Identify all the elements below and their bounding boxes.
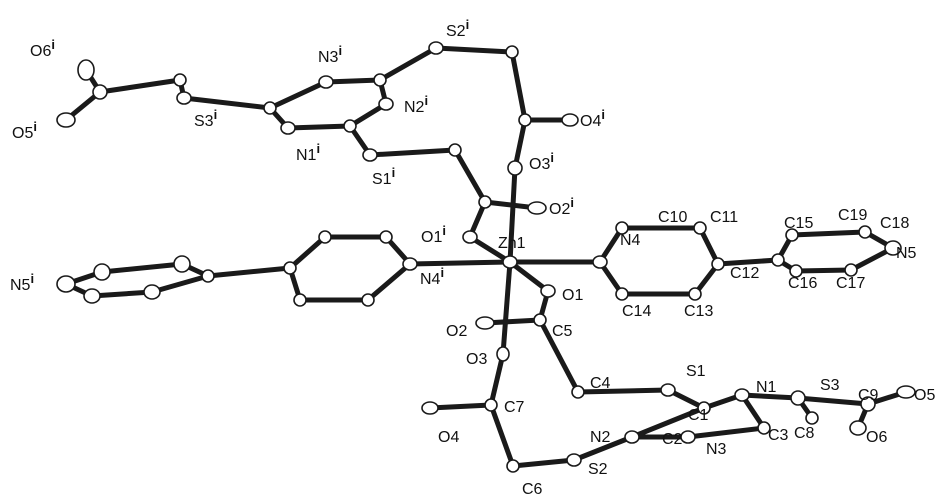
label-s3i: S3i xyxy=(194,107,217,130)
label-o3: O3 xyxy=(466,351,487,368)
label-c4: C4 xyxy=(590,375,611,392)
label-n3i: N3i xyxy=(318,43,342,66)
label-s2i: S2i xyxy=(446,17,469,40)
label-c18: C18 xyxy=(880,215,909,232)
label-n4: N4 xyxy=(620,232,641,249)
label-s1i: S1i xyxy=(372,165,395,188)
label-c5: C5 xyxy=(552,323,573,340)
label-o4i: O4i xyxy=(580,107,605,130)
label-c13: C13 xyxy=(684,303,713,320)
label-c10: C10 xyxy=(658,209,687,226)
label-c16: C16 xyxy=(788,275,817,292)
bond-zn1-o3i xyxy=(507,165,518,265)
label-o2: O2 xyxy=(446,323,467,340)
label-n1i: N1i xyxy=(296,141,320,164)
label-c17: C17 xyxy=(836,275,865,292)
label-o5i: O5i xyxy=(12,119,37,142)
label-o5: O5 xyxy=(914,387,935,404)
bond-zn1-n4i xyxy=(407,259,513,267)
label-o3i: O3i xyxy=(529,150,554,173)
label-c12: C12 xyxy=(730,265,759,282)
bond-zn1-o1 xyxy=(507,259,551,294)
label-c15: C15 xyxy=(784,215,813,232)
label-c14: C14 xyxy=(622,303,651,320)
label-c9: C9 xyxy=(858,387,879,404)
label-o6: O6 xyxy=(866,429,887,446)
label-c19: C19 xyxy=(838,207,867,224)
label-n3: N3 xyxy=(706,441,727,458)
label-o1: O1 xyxy=(562,287,583,304)
label-s3: S3 xyxy=(820,377,840,394)
label-c3: C3 xyxy=(768,427,789,444)
bond-zn1-o3 xyxy=(500,259,513,357)
label-s1: S1 xyxy=(686,363,706,380)
label-n5: N5 xyxy=(896,245,917,262)
label-o6i: O6i xyxy=(30,37,55,60)
atoms xyxy=(56,41,916,473)
label-s2: S2 xyxy=(588,461,608,478)
label-n1: N1 xyxy=(756,379,777,396)
label-zn1: Zn1 xyxy=(498,235,526,252)
label-c1: C1 xyxy=(688,407,709,424)
label-c2: C2 xyxy=(662,431,683,448)
label-o1i: O1i xyxy=(421,223,446,246)
label-c11: C11 xyxy=(710,209,738,226)
label-c8: C8 xyxy=(794,425,815,442)
label-n2i: N2i xyxy=(404,93,428,116)
label-n5i: N5i xyxy=(10,271,34,294)
atom-zn1 xyxy=(502,255,518,269)
label-c6: C6 xyxy=(522,481,543,498)
label-o4: O4 xyxy=(438,429,459,446)
label-n4i: N4i xyxy=(420,265,444,288)
bond-zn1-o1i xyxy=(467,234,513,265)
label-n2: N2 xyxy=(590,429,611,446)
label-c7: C7 xyxy=(504,399,525,416)
label-o2i: O2i xyxy=(549,195,574,218)
atom-labels: Zn1 O1 O2 O3 O4 O5 O6 N1 N2 N3 N4 N5 S1 … xyxy=(10,17,935,498)
